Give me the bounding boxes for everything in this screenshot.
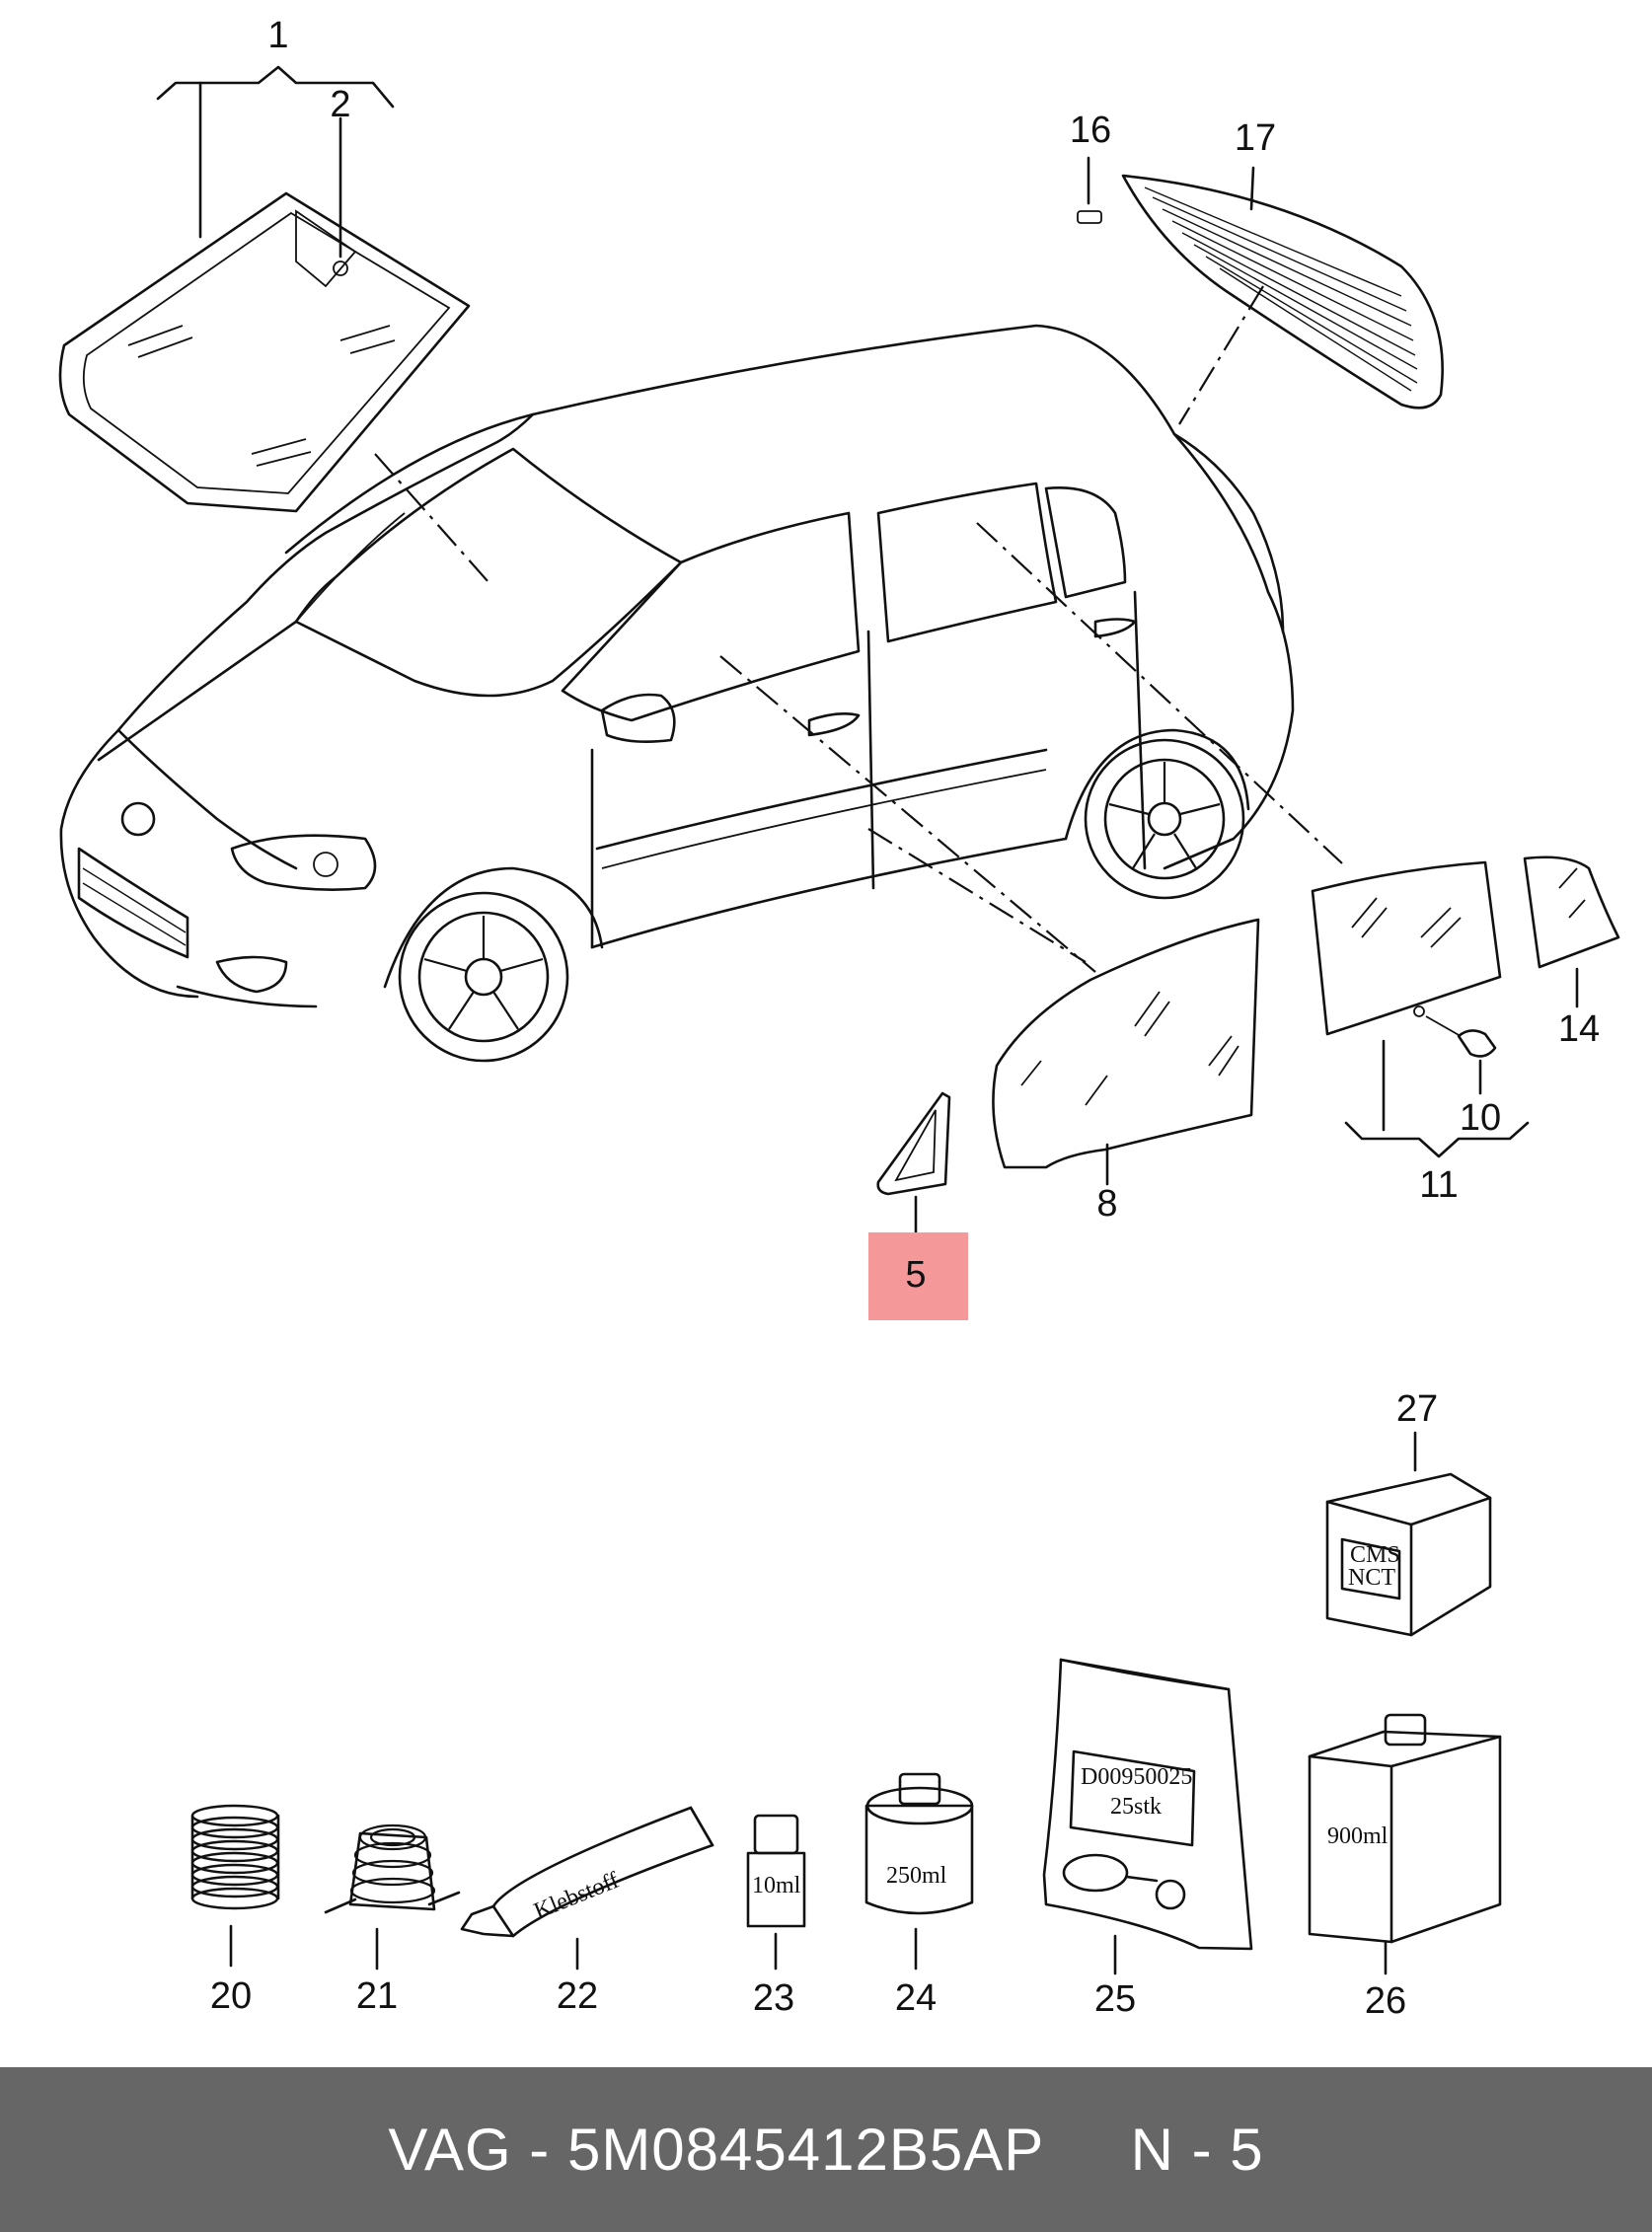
windscreen-part[interactable] [58,191,471,513]
callout-17[interactable]: 17 [1235,117,1276,159]
svg-text:250ml: 250ml [886,1863,947,1889]
callout-8[interactable]: 8 [1096,1183,1117,1225]
callout-24[interactable]: 24 [895,1977,937,2019]
svg-text:Klebstoff: Klebstoff [531,1868,623,1925]
callout-22[interactable]: 22 [557,1975,598,2017]
svg-text:10ml: 10ml [752,1873,801,1898]
cleaning-kit-box[interactable]: CMS NCT [1325,1472,1492,1637]
callout-1[interactable]: 1 [267,15,288,56]
car-illustration [59,324,1295,1063]
part-number-label: VAG - 5M0845412B5AP N - 5 [388,2117,1264,2183]
spacer-coil[interactable] [190,1804,280,1910]
callout-14[interactable]: 14 [1558,1008,1600,1050]
callout-26[interactable]: 26 [1365,1980,1406,2022]
rear-window-part[interactable] [1121,174,1444,409]
quarter-glass-part[interactable] [1523,856,1620,969]
svg-text:D00950025: D00950025 [1081,1764,1192,1790]
callout-21[interactable]: 21 [356,1975,398,2017]
callout-5[interactable]: 5 [905,1254,926,1296]
callout-2[interactable]: 2 [330,84,350,125]
rear-door-window-part[interactable] [1311,860,1502,1036]
part-number-footer: VAG - 5M0845412B5AP N - 5 [0,2067,1652,2232]
callout-25[interactable]: 25 [1094,1978,1136,2020]
callout-23[interactable]: 23 [753,1977,794,2019]
callout-10[interactable]: 10 [1460,1097,1501,1139]
cone-spacer[interactable] [324,1823,461,1914]
primer-bottle-small[interactable]: 10ml [746,1814,806,1928]
svg-text:CMS: CMS [1350,1542,1400,1568]
primer-can[interactable]: 250ml [864,1772,974,1915]
callout-20[interactable]: 20 [210,1975,252,2017]
fastener-bag[interactable]: D00950025 25stk [1042,1658,1253,1951]
front-door-window-part[interactable] [992,918,1260,1169]
window-guide-part[interactable] [1425,1015,1497,1058]
callout-27[interactable]: 27 [1396,1388,1438,1430]
triangle-window-part[interactable] [876,1091,951,1196]
callout-highlight [868,1232,968,1320]
cleaner-bottle-large[interactable]: 900ml [1308,1713,1502,1944]
svg-text:NCT: NCT [1348,1565,1395,1591]
adhesive-tube[interactable]: Klebstoff [460,1806,714,1938]
callout-11[interactable]: 11 [1419,1164,1458,1206]
clip-part[interactable] [1077,210,1102,224]
callout-16[interactable]: 16 [1070,110,1111,151]
svg-text:900ml: 900ml [1327,1823,1389,1849]
svg-text:25stk: 25stk [1110,1794,1162,1820]
parts-diagram: 1 2 16 17 [58,15,1620,2022]
